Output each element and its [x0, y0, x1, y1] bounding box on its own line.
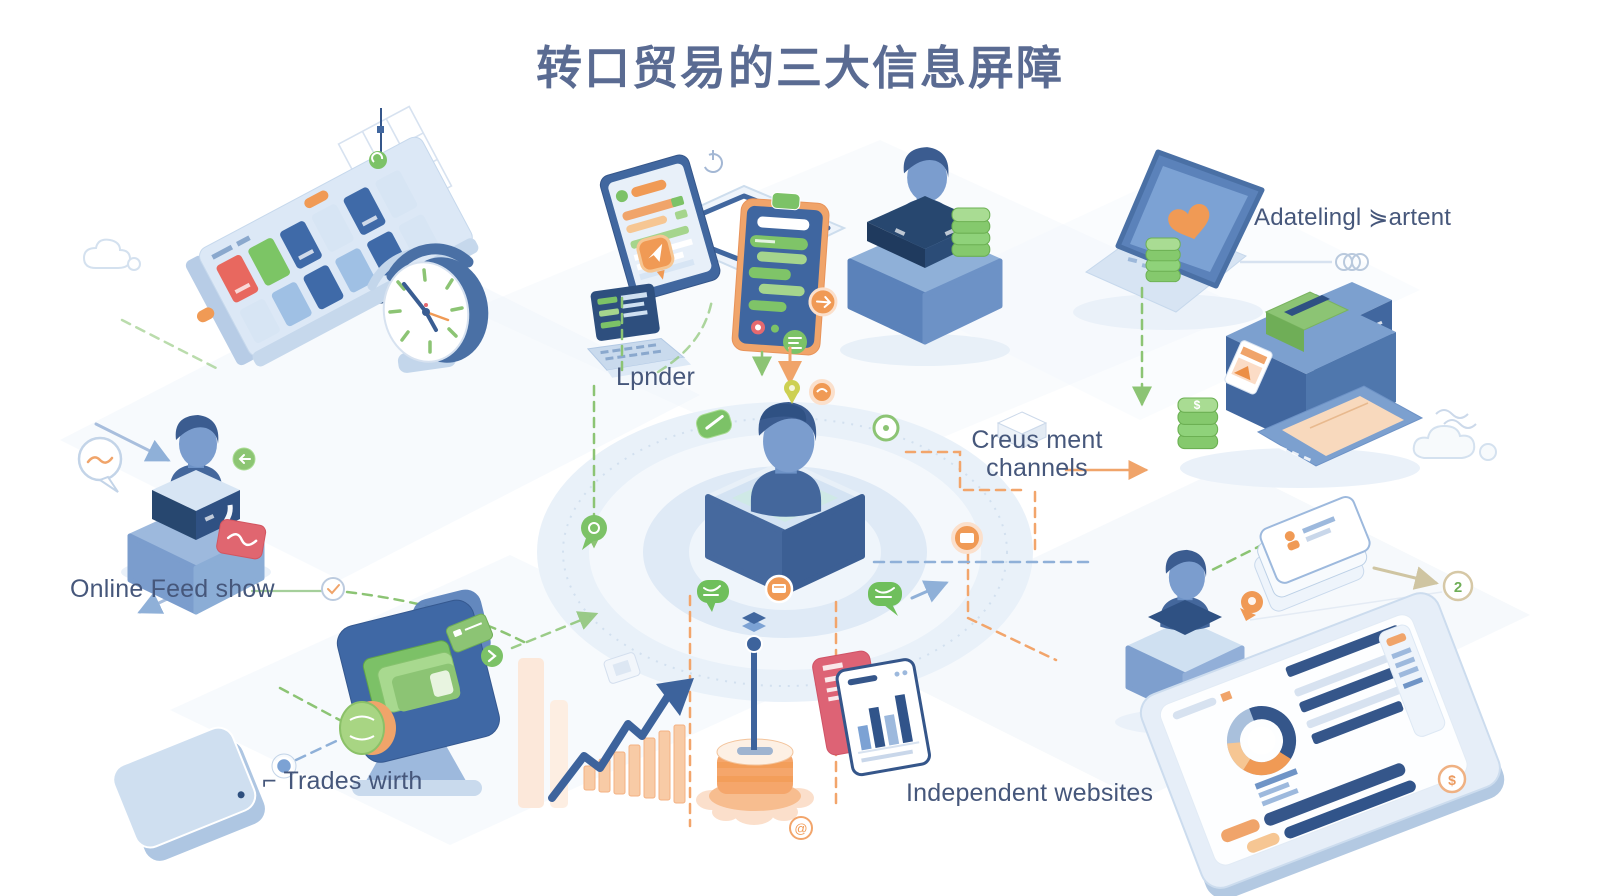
node-ring [271, 753, 297, 779]
clock-icon [367, 243, 489, 373]
speech-bubble-left [77, 436, 123, 493]
laptop-heart [1073, 149, 1265, 330]
spiral-bubble-green [581, 515, 607, 550]
orange-swirl-badge [809, 379, 835, 405]
coil-icon [1335, 253, 1369, 271]
pin-pole [751, 646, 757, 750]
cap-icon [760, 403, 807, 422]
list-bubble-icon [783, 330, 807, 354]
orange-pin-icon [1240, 591, 1263, 621]
tablet-blank [112, 726, 265, 861]
location-pin-badge [636, 234, 675, 280]
chart-cards [812, 650, 931, 777]
dashboard-tablet [1139, 592, 1505, 896]
folder-monitor [336, 589, 503, 796]
dollar-badge: $ [1437, 764, 1467, 794]
svg-text:@: @ [794, 821, 807, 836]
chevron-badge-icon [481, 645, 503, 667]
coin-stack-icon [951, 207, 991, 257]
stacked-cards [1254, 496, 1371, 612]
yellow-pin-icon [784, 380, 800, 404]
step-two-badge: 2 [1442, 570, 1474, 602]
orange-card-badge-right [951, 522, 983, 554]
chat-bubble-green-right [868, 582, 902, 616]
orange-card-badge-center [764, 574, 794, 604]
white-cube-icon [996, 411, 1048, 449]
label-online-feed: Online Feed show [70, 575, 275, 603]
heart-icon [1168, 204, 1210, 240]
tablet-ui [599, 154, 721, 302]
printer-machine: $ [1177, 282, 1424, 488]
label-lender: Lpnder [616, 363, 696, 391]
trend-arrow-icon [548, 692, 672, 802]
coin-orange-green [339, 701, 396, 755]
center-person-hub [705, 402, 865, 595]
database-icon [696, 612, 814, 825]
label-channels-line2: channels [986, 454, 1088, 482]
at-badge: @ [789, 816, 813, 840]
printer-screen [1224, 340, 1273, 395]
green-ring-badge [872, 414, 900, 442]
check-node-icon [321, 577, 345, 601]
credit-card-icon [445, 613, 494, 653]
cloud-left [82, 238, 141, 271]
chip-icon [603, 652, 641, 684]
kanban-board [185, 136, 479, 367]
left-person [77, 415, 271, 615]
label-channels-line1: Creus ment [971, 426, 1103, 454]
label-independent: Independent websites [906, 779, 1154, 807]
person-workstation-top [840, 147, 1010, 366]
label-channels: Creus ment channels [948, 426, 1126, 482]
chat-bubble-green-left [697, 580, 729, 612]
coin-stack-icon [1145, 237, 1181, 283]
connector-lines [94, 260, 1443, 828]
money-symbol: $ [1194, 398, 1201, 412]
label-adateling: Adatelingl ⋟artent [1254, 204, 1452, 231]
power-icon [703, 150, 723, 173]
label-trades: ⌐ Trades wirth [262, 767, 423, 795]
donut-chart [1227, 706, 1297, 776]
cloud-right [1412, 409, 1497, 461]
green-square-badge [695, 409, 733, 439]
chat-phone [731, 191, 838, 356]
page-title: 转口贸易的三大信息屏障 [536, 42, 1064, 94]
svg-text:2: 2 [1454, 579, 1462, 596]
svg-text:$: $ [1448, 772, 1456, 788]
growth-chart [518, 658, 694, 808]
red-price-tag [216, 519, 267, 560]
node-dot [274, 756, 294, 776]
